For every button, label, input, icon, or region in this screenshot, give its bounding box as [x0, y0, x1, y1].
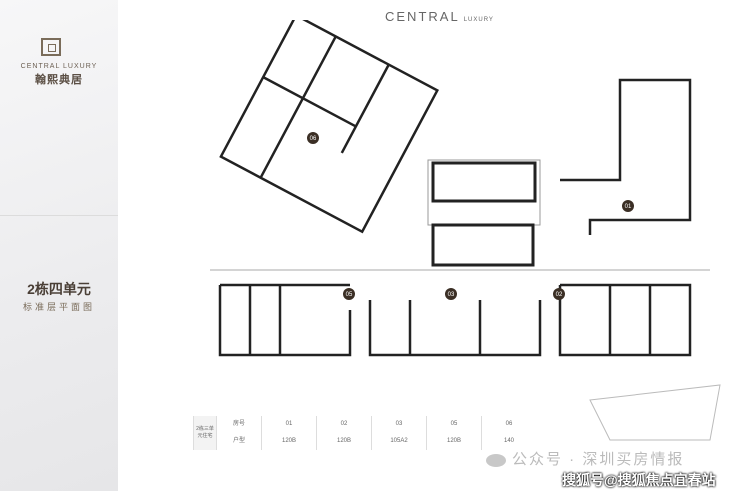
wechat-watermark: 公众号 · 深圳买房情报 — [512, 451, 685, 468]
left-panel: CENTRAL LUXURY 翰熙典居 2栋四单元 标准层平面图 — [0, 0, 118, 491]
room-cell: 06 — [481, 416, 536, 433]
building-label: 2栋三单元住宅 — [193, 416, 217, 450]
unit-label-06: 06 — [310, 136, 317, 142]
room-cell: 03 — [371, 416, 427, 433]
row-header-type: 户型 — [216, 433, 262, 450]
floor-plan: 06 01 05 03 02 — [210, 20, 710, 357]
unit-label-05: 05 — [346, 292, 353, 298]
brand-english: CENTRAL LUXURY — [20, 63, 98, 70]
unit-title: 2栋四单元 — [27, 281, 91, 297]
unit-markers — [307, 132, 634, 300]
unit-type-table: 2栋三单元住宅 房号 01 02 03 05 06 户型 120B 120B 1… — [193, 416, 536, 450]
row-header-room: 房号 — [216, 416, 262, 433]
logo-icon — [41, 38, 61, 56]
unit-subtitle: 标准层平面图 — [22, 302, 95, 312]
site-map — [589, 384, 721, 441]
header-title: CENTRAL — [385, 9, 460, 24]
divider — [0, 215, 118, 216]
room-cell: 02 — [316, 416, 372, 433]
room-cell: 01 — [261, 416, 317, 433]
unit-label-02: 02 — [556, 292, 563, 298]
unit-label-03: 03 — [448, 292, 455, 298]
type-cell: 120B — [261, 433, 317, 450]
room-cell: 05 — [426, 416, 482, 433]
wechat-icon — [486, 454, 506, 467]
type-cell: 140 — [481, 433, 536, 450]
unit-label-01: 01 — [625, 204, 632, 210]
sohu-watermark: 搜狐号@搜狐焦点宜春站 — [562, 472, 716, 488]
header-subtitle: LUXURY — [463, 17, 494, 23]
brand-chinese: 翰熙典居 — [35, 74, 83, 86]
type-cell: 120B — [316, 433, 372, 450]
tower-06-wing — [219, 20, 439, 234]
type-cell: 120B — [426, 433, 482, 450]
type-cell: 105A2 — [371, 433, 427, 450]
